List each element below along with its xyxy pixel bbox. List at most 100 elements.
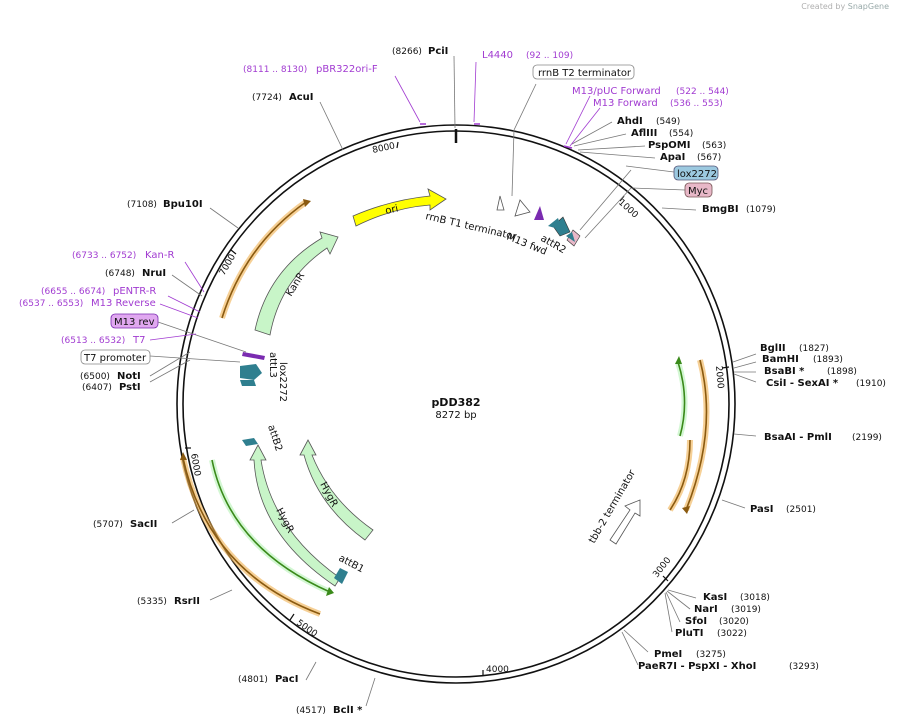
- t7-name: T7: [132, 335, 145, 346]
- m13fwd-name: M13 Forward: [593, 98, 658, 109]
- csii-name: CsiI - SexAI *: [766, 378, 839, 389]
- attl3-mark: [242, 352, 265, 360]
- bpu10i-name: Bpu10I: [163, 199, 203, 210]
- lox2272-mark: [240, 380, 256, 386]
- nrui-pos: (6748): [105, 269, 135, 279]
- bsaai-pos: (2199): [852, 433, 882, 443]
- csii-pos: (1910): [856, 379, 886, 389]
- attl3-arrow: [240, 364, 262, 380]
- t7-promoter-label: T7 promoter: [83, 353, 147, 364]
- noti-pos: (6500): [80, 372, 110, 382]
- myc-box-label: Myc: [688, 186, 708, 197]
- bsabi-name: BsaBI *: [764, 366, 805, 377]
- backbone-inner: [176, 124, 736, 684]
- kanr-primer-name: Kan-R: [145, 250, 174, 261]
- psti-name: PstI: [119, 382, 141, 393]
- tick-1000: 1000: [616, 198, 640, 221]
- attl3-label: attL3: [267, 352, 278, 378]
- pbr322ori-name: pBR322ori-F: [316, 64, 378, 75]
- m13rev-name: M13 Reverse: [91, 298, 156, 309]
- nrui-name: NruI: [142, 268, 166, 279]
- boxed-labels: rrnB T2 terminator lox2272 Myc M13 rev T…: [80, 64, 719, 365]
- sfoi-name: SfoI: [685, 616, 707, 627]
- pmei-name: PmeI: [654, 649, 682, 660]
- pspomi-name: PspOMI: [648, 140, 690, 151]
- sacii-pos: (5707): [93, 520, 123, 530]
- afliii-pos: (554): [669, 129, 693, 139]
- paer7i-name: PaeR7I - PspXI - XhoI: [638, 661, 756, 672]
- pbr322ori-pos: (8111 .. 8130): [243, 65, 307, 75]
- pluti-name: PluTI: [675, 628, 703, 639]
- pspomi-pos: (563): [702, 141, 726, 151]
- m13puc-name: M13/pUC Forward: [572, 86, 661, 97]
- l4440-name: L4440: [482, 50, 513, 61]
- pasi-pos: (2501): [786, 505, 816, 515]
- features: ori KanR HygR HygR tbb-2 terminator: [180, 123, 710, 617]
- hygr-arrow-1: [249, 444, 341, 587]
- afliii-name: AflIII: [631, 128, 657, 139]
- primer-leader-lines: [149, 61, 601, 341]
- paer7i-pos: (3293): [789, 662, 819, 672]
- rrnb-t1-arrow-1: [496, 195, 505, 211]
- bglii-name: BglII: [760, 343, 786, 354]
- hygr-arrow-2: [299, 439, 374, 541]
- lox2272-label: lox2272: [277, 362, 288, 402]
- bamhi-name: BamHI: [762, 354, 799, 365]
- right-orange-arc-1: [683, 359, 710, 512]
- apai-pos: (567): [697, 153, 721, 163]
- apai-name: ApaI: [660, 152, 685, 163]
- tick-8000: 8000: [372, 141, 397, 156]
- pasi-name: PasI: [750, 504, 773, 515]
- lox2272-box-label: lox2272: [677, 169, 717, 180]
- kanr-primer-pos: (6733 .. 6752): [72, 251, 136, 261]
- snapgene-credit: Created by SnapGene: [801, 2, 889, 11]
- bmgbi-name: BmgBI: [702, 204, 739, 215]
- rrnb-t1-label: rrnB T1 terminator: [424, 211, 518, 243]
- nari-pos: (3019): [731, 605, 761, 615]
- tick-5000: 5000: [294, 618, 319, 639]
- kasi-pos: (3018): [740, 593, 770, 603]
- plasmid-size: 8272 bp: [435, 410, 476, 421]
- enzyme-labels: (8266) PciI (7724) AcuI (7108) Bpu10I (6…: [80, 46, 886, 716]
- tick-3000: 3000: [651, 555, 673, 579]
- rrnb-t1-arrow-2: [514, 199, 531, 217]
- attb1-mark: [334, 568, 348, 584]
- attb2-label: attB2: [265, 424, 284, 453]
- leader-lines: [149, 55, 757, 707]
- bsabi-pos: (1898): [827, 367, 857, 377]
- bmgbi-pos: (1079): [746, 205, 776, 215]
- m13-mark: [563, 145, 573, 149]
- pentr-name: pENTR-R: [113, 286, 156, 297]
- primer-labels: (8111 .. 8130) pBR322ori-F L4440 (92 .. …: [19, 50, 729, 346]
- attr2-arrow: [552, 216, 571, 237]
- m13rev-pos: (6537 .. 6553): [19, 299, 83, 309]
- hygr-line-arc: [209, 459, 332, 595]
- bcli-name: BclI *: [333, 705, 363, 716]
- sacii-name: SacII: [130, 519, 157, 530]
- pentr-pos: (6655 .. 6674): [41, 287, 105, 297]
- tick-6000: 6000: [188, 453, 202, 478]
- ori-arrow: [352, 188, 447, 227]
- kanr-arrow: [254, 231, 339, 336]
- tick-4000: 4000: [486, 665, 509, 675]
- tbb2-arrow: [609, 499, 641, 545]
- acui-name: AcuI: [289, 92, 314, 103]
- attb2-mark: [242, 438, 258, 446]
- pmei-pos: (3275): [696, 650, 726, 660]
- sfoi-pos: (3020): [719, 617, 749, 627]
- psti-pos: (6407): [82, 383, 112, 393]
- rsrii-pos: (5335): [137, 597, 167, 607]
- rsrii-name: RsrII: [174, 596, 200, 607]
- hygr-label-2: HygR: [317, 480, 339, 509]
- bpu10i-pos: (7108): [127, 200, 157, 210]
- t7-pos: (6513 .. 6532): [61, 336, 125, 346]
- noti-name: NotI: [117, 371, 141, 382]
- m13-rev-box-label: M13 rev: [114, 317, 155, 328]
- paci-name: PacI: [275, 674, 298, 685]
- m13puc-pos: (522 .. 544): [676, 87, 729, 97]
- l4440-pos: (92 .. 109): [526, 51, 573, 61]
- rrnb-t2-label: rrnB T2 terminator: [538, 68, 632, 79]
- m13fwd-pos: (536 .. 553): [670, 99, 723, 109]
- m13-fwd-mark: [534, 206, 544, 220]
